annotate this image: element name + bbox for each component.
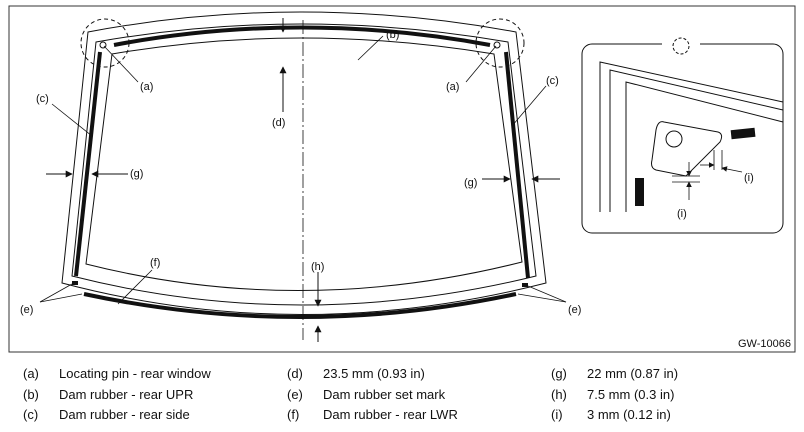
label-c-left: (c): [36, 93, 49, 105]
glass-inner-outline-1: [71, 23, 537, 306]
leader-e-left-1: [39, 283, 73, 303]
legend-key: (c): [23, 407, 39, 422]
label-g-right: (g): [464, 177, 477, 189]
detail-circle-right: [475, 18, 525, 68]
legend-row: (a) Locating pin - rear window (d) 23.5 …: [0, 366, 804, 386]
label-d: (d): [272, 117, 285, 129]
detail-dim-i-h-arrow-2: [721, 166, 743, 173]
leader-a-left: [103, 45, 139, 83]
legend-text: Locating pin - rear window: [59, 366, 211, 381]
label-h: (h): [311, 261, 324, 273]
leader-e-right-1: [527, 285, 567, 303]
legend-key: (g): [551, 366, 567, 381]
detail-outline-2: [609, 69, 784, 212]
dam-rubber-lower: [83, 292, 517, 319]
leader-c-left: [51, 103, 93, 137]
legend-key: (d): [287, 366, 303, 381]
label-g-left: (g): [130, 168, 143, 180]
legend-text: 22 mm (0.87 in): [587, 366, 679, 381]
label-e-left: (e): [20, 304, 33, 316]
glass-outer-outline: [61, 11, 547, 315]
legend-key: (e): [287, 387, 303, 402]
leader-b: [357, 35, 384, 61]
set-mark-left: [72, 281, 78, 285]
legend-row: (b) Dam rubber - rear UPR (e) Dam rubber…: [0, 387, 804, 407]
dam-rubber-left-side: [74, 51, 102, 277]
legend-text: Dam rubber set mark: [323, 387, 446, 402]
set-mark-right: [522, 283, 528, 287]
legend: (a) Locating pin - rear window (d) 23.5 …: [0, 360, 804, 432]
dam-rubber-right-side: [504, 51, 530, 279]
figure-frame: [8, 5, 796, 353]
figure-code: GW-10066: [738, 338, 791, 350]
legend-key: (h): [551, 387, 567, 402]
label-c-right: (c): [546, 75, 559, 87]
legend-key: (b): [23, 387, 39, 402]
legend-text: 23.5 mm (0.93 in): [323, 366, 425, 381]
label-i-right: (i): [744, 172, 754, 184]
detail-inset-marker: [672, 37, 690, 55]
legend-text: 3 mm (0.12 in): [587, 407, 671, 422]
glass-inner-outline-2: [85, 37, 523, 291]
legend-row: (c) Dam rubber - rear side (f) Dam rubbe…: [0, 407, 804, 427]
dam-rubber-upper: [113, 25, 491, 47]
label-b: (b): [386, 29, 399, 41]
label-a-right: (a): [446, 81, 459, 93]
detail-dam-rubber-side: [635, 178, 644, 206]
legend-text: 7.5 mm (0.3 in): [587, 387, 675, 402]
detail-outline-3: [625, 81, 784, 212]
label-a-left: (a): [140, 81, 153, 93]
detail-circle-left: [80, 18, 130, 68]
legend-text: Dam rubber - rear LWR: [323, 407, 458, 422]
leader-c-right: [511, 85, 547, 127]
leader-e-left-2: [39, 293, 83, 303]
detail-inset: (i) (i): [581, 37, 784, 234]
detail-inset-gap: [662, 40, 700, 48]
detail-locating-pin: [665, 130, 683, 148]
label-i-bottom: (i): [677, 208, 687, 220]
legend-text: Dam rubber - rear side: [59, 407, 190, 422]
legend-text: Dam rubber - rear UPR: [59, 387, 194, 402]
legend-key: (f): [287, 407, 300, 422]
detail-outline-1: [599, 61, 784, 212]
detail-dam-rubber-upper: [730, 127, 756, 140]
leader-f: [117, 269, 153, 305]
legend-key: (i): [551, 407, 563, 422]
label-e-right: (e): [568, 304, 581, 316]
leader-a-right: [465, 45, 497, 83]
leader-e-right-2: [517, 293, 567, 303]
legend-key: (a): [23, 366, 39, 381]
label-f: (f): [150, 257, 160, 269]
